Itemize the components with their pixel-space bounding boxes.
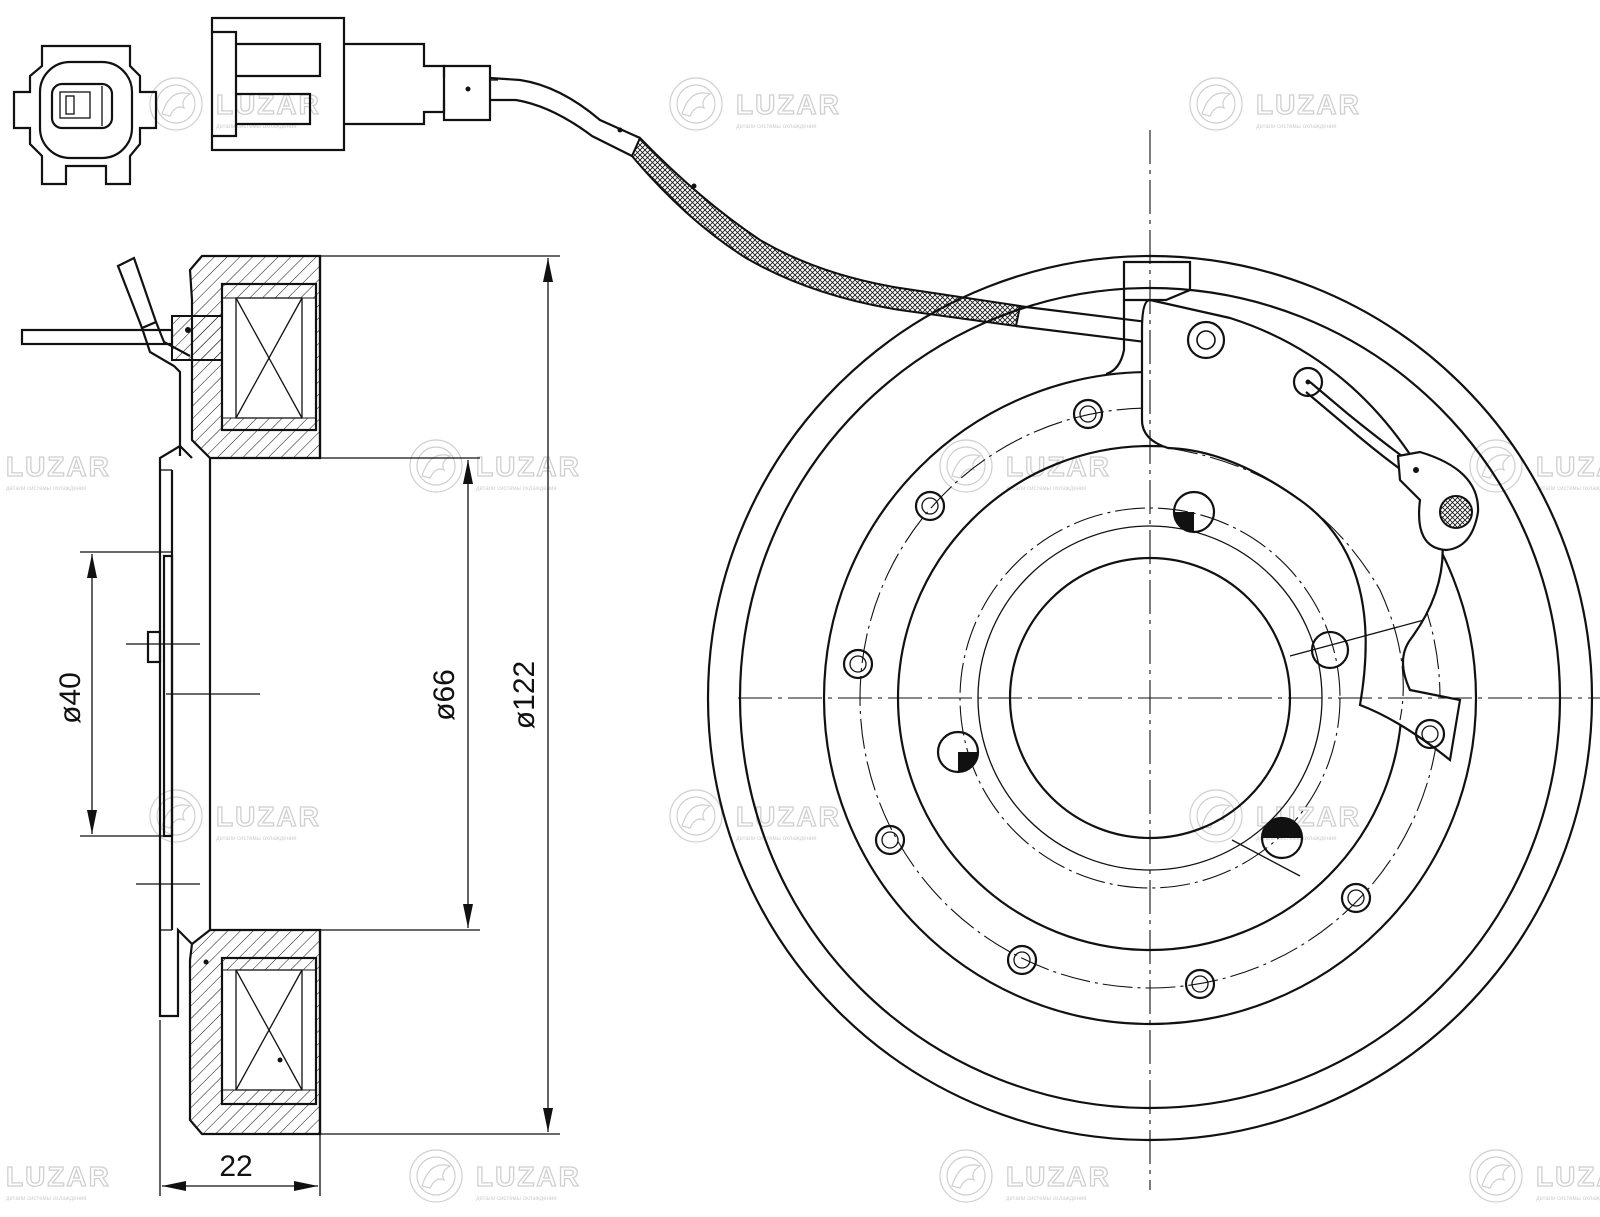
- dimensions: ø122 ø66 ø40 22: [54, 255, 560, 1196]
- watermark: LUZAR детали системы охлаждения: [669, 77, 841, 131]
- watermark-tagline: детали системы охлаждения: [736, 836, 817, 842]
- watermark-tagline: детали системы охлаждения: [6, 486, 87, 492]
- bolt-hole: [1414, 718, 1446, 750]
- watermark-brand: LUZAR: [1536, 1161, 1600, 1192]
- watermark: LUZAR детали системы охлаждения: [5, 450, 111, 492]
- ground-lug-mesh: [1439, 495, 1473, 529]
- watermark: LUZAR детали системы охлаждения: [1469, 1149, 1600, 1203]
- watermark-tagline: детали системы охлаждения: [1006, 1196, 1087, 1202]
- rivet: [936, 730, 980, 774]
- watermark-tagline: детали системы охлаждения: [736, 124, 817, 130]
- watermark-brand: LUZAR: [1256, 89, 1361, 120]
- bolt-hole: [874, 824, 906, 856]
- watermark-tagline: детали системы охлаждения: [216, 124, 297, 130]
- watermark: LUZAR детали системы охлаждения: [1189, 77, 1361, 131]
- rivets: [936, 490, 1304, 860]
- coil-front-view: [706, 130, 1600, 1190]
- watermark-tagline: детали системы охлаждения: [1256, 836, 1337, 842]
- watermark-brand: LUZAR: [1006, 451, 1111, 482]
- watermark-brand: LUZAR: [6, 451, 111, 482]
- watermark: LUZAR детали системы охлаждения: [1469, 439, 1600, 493]
- bolt-hole: [1340, 882, 1372, 914]
- watermark-tagline: детали системы охлаждения: [1256, 124, 1337, 130]
- watermark-brand: LUZAR: [1536, 451, 1600, 482]
- watermark: LUZAR детали системы охлаждения: [939, 1149, 1111, 1203]
- watermark: LUZAR детали системы охлаждения: [409, 1149, 581, 1203]
- watermark-brand: LUZAR: [1006, 1161, 1111, 1192]
- rivet: [1172, 490, 1216, 534]
- watermark-brand: LUZAR: [476, 451, 581, 482]
- bolt-hole: [1184, 968, 1216, 1000]
- watermark: LUZAR детали системы охлаждения: [669, 789, 841, 843]
- connector-side-view: [210, 16, 498, 152]
- bolt-hole: [914, 490, 946, 522]
- watermark-brand: LUZAR: [736, 89, 841, 120]
- watermark: LUZAR детали системы охлаждения: [409, 439, 581, 493]
- watermark-brand: LUZAR: [476, 1161, 581, 1192]
- dim-width-label: 22: [219, 1150, 252, 1183]
- watermark-brand: LUZAR: [216, 801, 321, 832]
- bolt-hole: [1006, 944, 1038, 976]
- dim-d40-label: ø40: [54, 672, 87, 724]
- dim-d122-label: ø122: [508, 661, 541, 729]
- watermark: LUZAR детали системы охлаждения: [939, 439, 1111, 493]
- dim-d66-label: ø66: [428, 669, 461, 721]
- rivet: [1260, 816, 1304, 860]
- watermark-tagline: детали системы охлаждения: [476, 486, 557, 492]
- bolt-hole: [1072, 398, 1104, 430]
- bolt-hole: [842, 648, 874, 680]
- watermark-layer: LUZAR детали системы охлаждения LUZAR де…: [5, 77, 1600, 1203]
- watermark-tagline: детали системы охлаждения: [1536, 1196, 1600, 1202]
- watermark: LUZAR детали системы охлаждения: [5, 1160, 111, 1202]
- bolt-holes: [842, 398, 1446, 1000]
- terminal-screw: [171, 315, 223, 361]
- watermark: LUZAR детали системы охлаждения: [149, 789, 321, 843]
- watermark-brand: LUZAR: [736, 801, 841, 832]
- watermark-tagline: детали системы охлаждения: [1006, 486, 1087, 492]
- watermark-tagline: детали системы охлаждения: [476, 1196, 557, 1202]
- watermark-tagline: детали системы охлаждения: [6, 1196, 87, 1202]
- connector-front-view: [12, 44, 158, 186]
- watermark-tagline: детали системы охлаждения: [216, 836, 297, 842]
- bolt-hole: [1310, 630, 1350, 670]
- watermark-tagline: детали системы охлаждения: [1536, 486, 1600, 492]
- cable: [489, 76, 1181, 348]
- watermark-brand: LUZAR: [6, 1161, 111, 1192]
